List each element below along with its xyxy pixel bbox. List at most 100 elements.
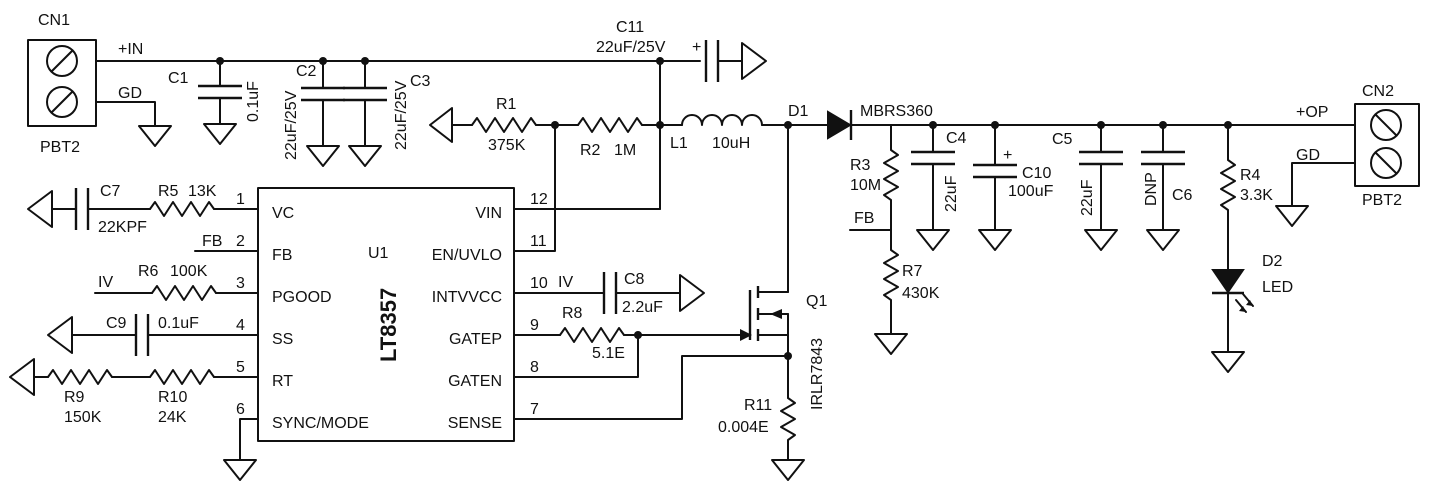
output-bus-junctions: +OP (929, 104, 1328, 129)
u1-pin-intvcc-name: INTVVCC (432, 289, 502, 306)
c5-value: 22uF (1079, 179, 1096, 216)
resistor-r4: R4 3.3K (1220, 124, 1273, 271)
input-bus: +IN (95, 41, 701, 210)
capacitor-c2: C2 22uF/25V (283, 60, 345, 167)
cn1-ground: GD (95, 85, 172, 147)
c10-polarity: + (1003, 147, 1012, 164)
d1-ref: D1 (788, 103, 809, 120)
r4-ref: R4 (1240, 167, 1261, 184)
capacitor-c1: C1 0.1uF (168, 60, 262, 145)
resistor-r7: R7 430K (874, 229, 940, 355)
d1-value: MBRS360 (860, 103, 933, 120)
inductor-l1: L1 10uH (659, 114, 829, 152)
r7-value: 430K (902, 285, 940, 302)
r8-value: 5.1E (592, 345, 625, 362)
q1-ref: Q1 (806, 293, 827, 310)
net-op-label: +OP (1296, 104, 1328, 121)
u1-pin-vc-name: VC (272, 205, 294, 222)
r2-value: 1M (614, 142, 636, 159)
r10-value: 24K (158, 409, 187, 426)
u1-pin-sense-name: SENSE (448, 415, 502, 432)
r5-ref: R5 (158, 183, 179, 200)
u1-pin-5-num: 5 (236, 359, 245, 376)
capacitor-c10: + C10 100uF (973, 124, 1054, 251)
u1-ref: U1 (368, 245, 389, 262)
fb-pin-wire: FB (194, 233, 259, 252)
r5-value: 13K (188, 183, 217, 200)
cn1-type: PBT2 (40, 139, 80, 156)
mosfet-q1: Q1 IRLR7843 (740, 124, 827, 410)
u1-pin-6-num: 6 (236, 401, 245, 418)
capacitor-c5: C5 22uF (1052, 124, 1123, 251)
net-fb-node-label: FB (854, 210, 874, 227)
u1-pin-7-num: 7 (530, 401, 539, 418)
c5-ref: C5 (1052, 131, 1073, 148)
u1-pin-pgood-name: PGOOD (272, 289, 332, 306)
compensation-network: C7 22KPF R5 13K (27, 183, 259, 236)
c9-ref: C9 (106, 315, 127, 332)
r1-value: 375K (488, 137, 526, 154)
r7-ref: R7 (902, 263, 923, 280)
r11-ref: R11 (744, 397, 772, 414)
net-gd2-label: GD (1296, 147, 1320, 164)
timing-resistors: R9 150K R10 24K (9, 358, 259, 426)
u1-part: LT8357 (376, 288, 401, 362)
c4-ref: C4 (946, 130, 967, 147)
r9-value: 150K (64, 409, 102, 426)
u1-pin-2-num: 2 (236, 233, 245, 250)
r10-ref: R10 (158, 389, 187, 406)
r2-ref: R2 (580, 142, 601, 159)
connector-cn2: CN2 PBT2 (1354, 83, 1420, 209)
u1-pin-3-num: 3 (236, 275, 245, 292)
u1-pin-11-num: 11 (530, 233, 547, 250)
led-d2: D2 LED (1211, 253, 1293, 373)
capacitor-c11: + C11 22uF/25V (596, 19, 767, 82)
u1-pin-8-num: 8 (530, 359, 539, 376)
r9-ref: R9 (64, 389, 85, 406)
net-gd1-label: GD (118, 85, 142, 102)
u1-pin-ss-name: SS (272, 331, 293, 348)
u1-pin-rt-name: RT (272, 373, 293, 390)
cn2-ground: GD (1275, 147, 1356, 227)
c11-value: 22uF/25V (596, 39, 666, 56)
c2-value: 22uF/25V (283, 90, 300, 160)
r11-value: 0.004E (718, 419, 769, 436)
net-iv2-label: IV (558, 274, 573, 291)
resistor-r3: R3 10M (850, 124, 919, 231)
d2-ref: D2 (1262, 253, 1283, 270)
c10-ref: C10 (1022, 165, 1051, 182)
fb-node: FB (849, 210, 892, 231)
r3-value: 10M (850, 177, 881, 194)
c1-ref: C1 (168, 70, 189, 87)
u1-pin-9-num: 9 (530, 317, 539, 334)
c7-ref: C7 (100, 183, 121, 200)
u1-pin-sync-name: SYNC/MODE (272, 415, 369, 432)
r3-ref: R3 (850, 157, 871, 174)
net-iv1-label: IV (98, 274, 113, 291)
u1-pin-fb-name: FB (272, 247, 292, 264)
sense-wiring (513, 355, 789, 420)
u1-pin-10-num: 10 (530, 275, 548, 292)
cn2-type: PBT2 (1362, 192, 1402, 209)
net-fb-pin-label: FB (202, 233, 222, 250)
l1-value: 10uH (712, 135, 750, 152)
sync-ground (223, 418, 259, 481)
c11-polarity: + (692, 39, 701, 56)
cn2-ref: CN2 (1362, 83, 1394, 100)
c11-ref: C11 (616, 19, 644, 36)
capacitor-c8: C8 2.2uF (602, 271, 705, 316)
c9-value: 0.1uF (158, 315, 199, 332)
resistor-r8: R8 5.1E (513, 305, 741, 378)
u1-pin-gatep-name: GATEP (449, 331, 502, 348)
l1-ref: L1 (670, 135, 688, 152)
c8-value: 2.2uF (622, 299, 663, 316)
c8-ref: C8 (624, 271, 645, 288)
c3-value: 22uF/25V (393, 80, 410, 150)
r6-value: 100K (170, 263, 208, 280)
r1-ref: R1 (496, 96, 517, 113)
capacitor-c9: C9 0.1uF (47, 314, 259, 356)
resistor-r2: R2 1M (577, 117, 661, 159)
c6-ref: C6 (1172, 187, 1193, 204)
capacitor-c6: DNP C6 (1141, 124, 1193, 251)
